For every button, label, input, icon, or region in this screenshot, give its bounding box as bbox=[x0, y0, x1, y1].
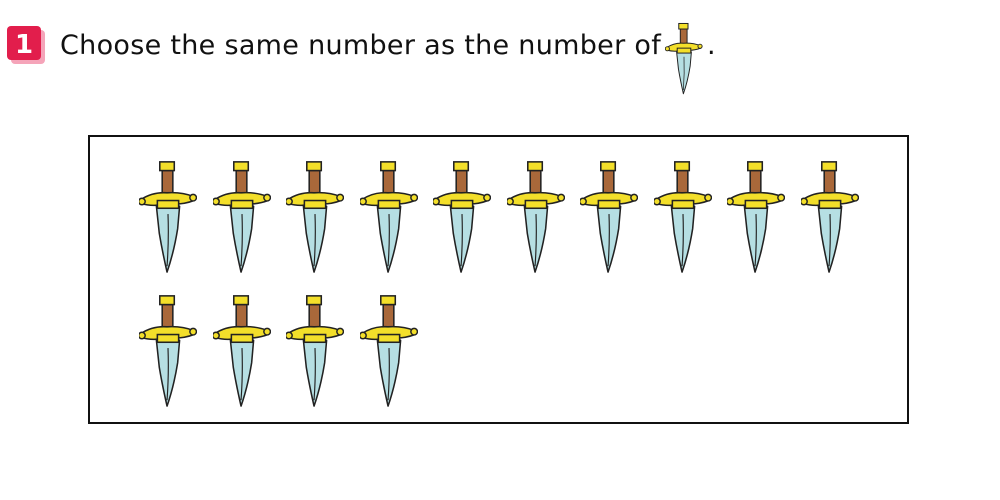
dagger-icon bbox=[212, 161, 271, 273]
dagger-icon bbox=[286, 161, 344, 273]
dagger-icon bbox=[212, 295, 271, 407]
question-end-mark: . bbox=[707, 29, 716, 61]
dagger-icon bbox=[433, 161, 491, 273]
question-number-badge: 1 bbox=[7, 26, 45, 64]
question-number: 1 bbox=[15, 30, 33, 60]
question-text: Choose the same number as the number of bbox=[60, 29, 661, 61]
dagger-icon bbox=[506, 161, 565, 273]
dagger-icon bbox=[664, 21, 703, 95]
dagger-count-frame bbox=[88, 135, 909, 424]
dagger-icon bbox=[139, 295, 197, 407]
dagger-icon bbox=[286, 295, 344, 407]
dagger-icon bbox=[359, 295, 418, 407]
dagger-icon bbox=[139, 161, 197, 273]
dagger-icon bbox=[800, 161, 859, 273]
question-prompt: Choose the same number as the number of … bbox=[60, 22, 716, 95]
dagger-icon bbox=[580, 161, 638, 273]
dagger-icon bbox=[653, 161, 712, 273]
dagger-icon bbox=[359, 161, 418, 273]
dagger-icon bbox=[727, 161, 785, 273]
